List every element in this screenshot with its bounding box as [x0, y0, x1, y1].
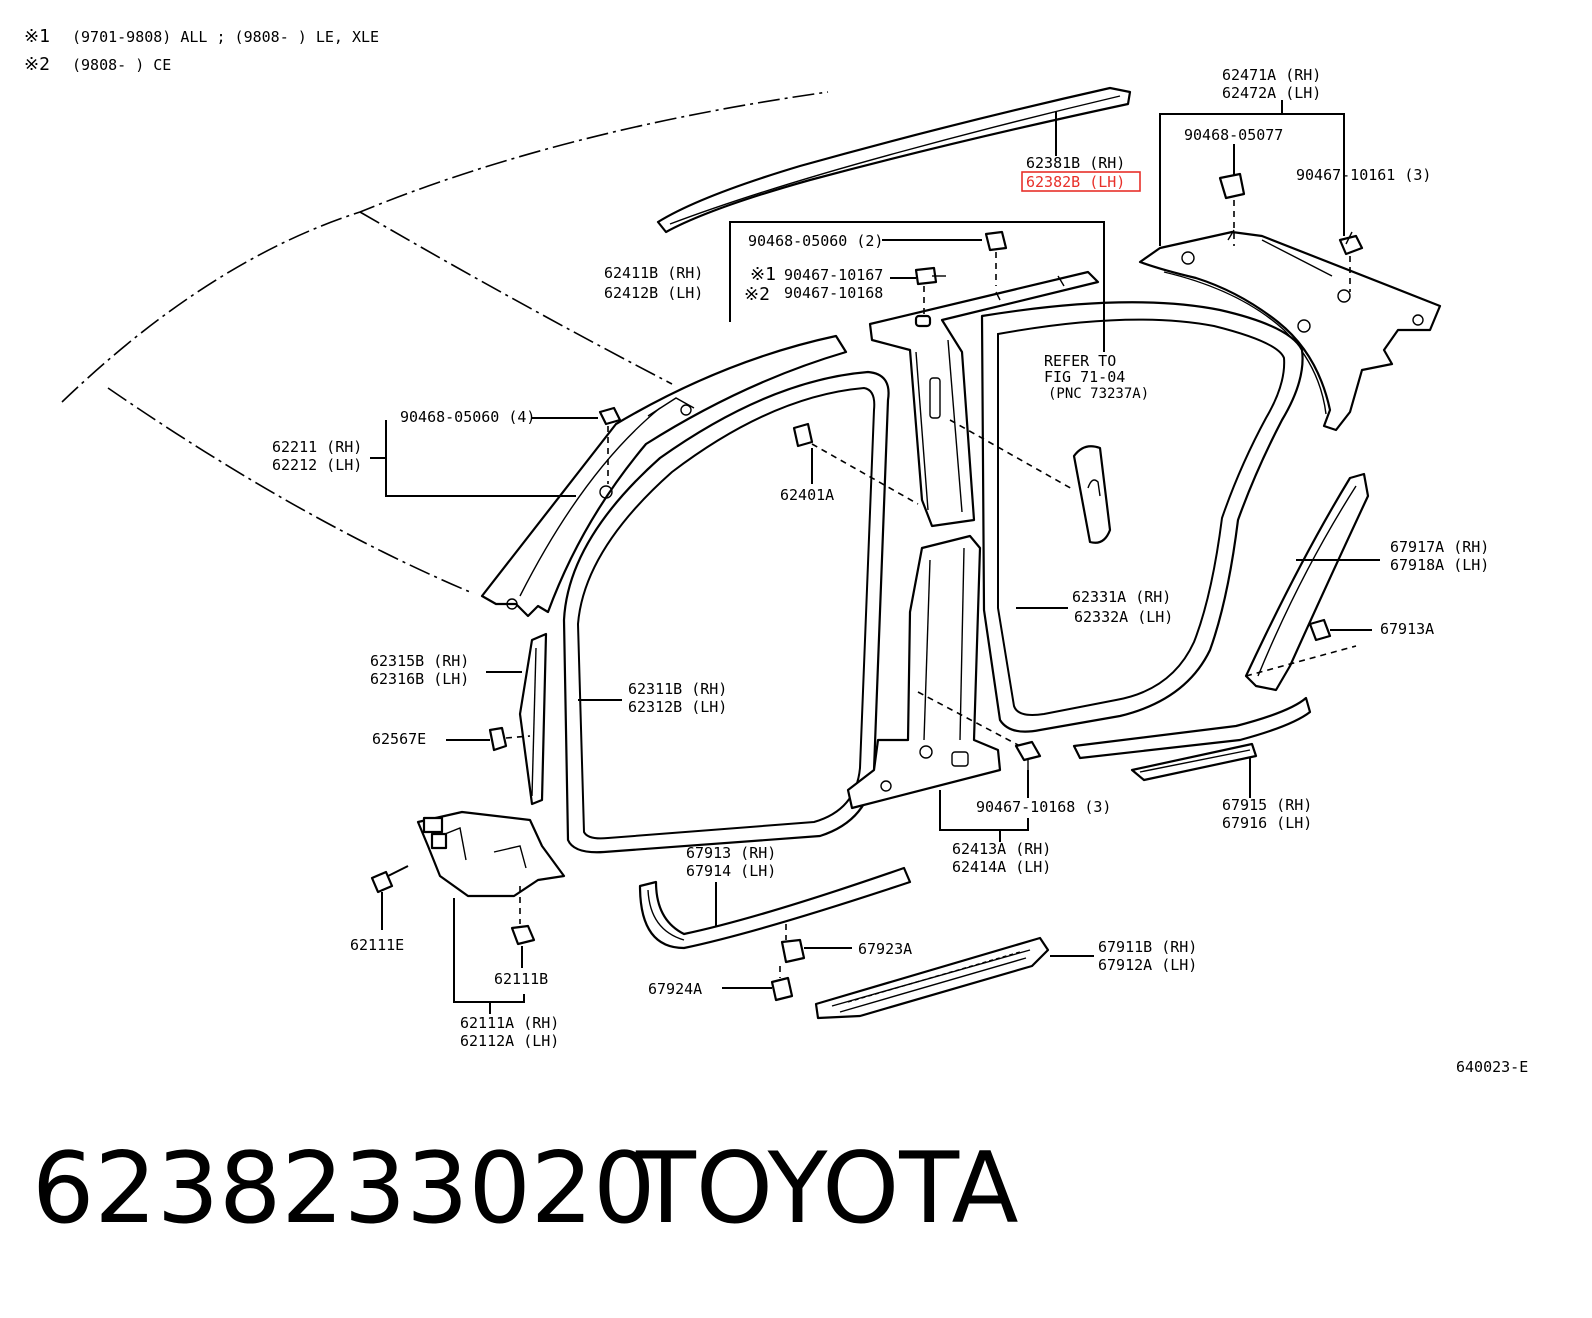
notes: ※1 (9701-9808) ALL ; (9808- ) LE, XLE ※2…: [24, 26, 379, 75]
label-62112A[interactable]: 62112A (LH): [460, 1032, 559, 1050]
clip-90468-05060-4[interactable]: [598, 406, 622, 484]
part-labels: 62471A (RH) 62472A (LH) 90468-05077 9046…: [272, 66, 1528, 1076]
label-67915[interactable]: 67915 (RH): [1222, 796, 1312, 814]
label-62413A[interactable]: 62413A (RH): [952, 840, 1051, 858]
label-62315B[interactable]: 62315B (RH): [370, 652, 469, 670]
clip-90467-10167[interactable]: [914, 266, 946, 328]
label-62412B[interactable]: 62412B (LH): [604, 284, 703, 302]
label-62111B[interactable]: 62111B: [494, 970, 548, 988]
label-67924A[interactable]: 67924A: [648, 980, 702, 998]
label-62316B[interactable]: 62316B (LH): [370, 670, 469, 688]
center-pillar-lower-garnish[interactable]: [846, 534, 1021, 810]
caption-brand: TOYOTA: [635, 1132, 1019, 1246]
rear-door-scuff-trim[interactable]: [1072, 696, 1312, 782]
refer-line-2: FIG 71-04: [1044, 368, 1125, 386]
label-62401A[interactable]: 62401A: [780, 486, 834, 504]
clip-67913A[interactable]: [1308, 618, 1332, 642]
clip-67924A[interactable]: [770, 966, 794, 1002]
label-67914[interactable]: 67914 (LH): [686, 862, 776, 880]
label-62414A[interactable]: 62414A (LH): [952, 858, 1051, 876]
label-62411B[interactable]: 62411B (RH): [604, 264, 703, 282]
rear-door-opening-trim[interactable]: [980, 301, 1304, 733]
roof-rail-weatherstrip[interactable]: [656, 86, 1132, 234]
highlight-box: [1021, 171, 1141, 192]
cowl-side-trim[interactable]: [416, 810, 566, 898]
clip-62567E[interactable]: [488, 726, 531, 752]
label-67913A[interactable]: 67913A: [1380, 620, 1434, 638]
refer-line-1: REFER TO: [1044, 352, 1116, 370]
label-62211[interactable]: 62211 (RH): [272, 438, 362, 456]
clip-90467-10161[interactable]: [1338, 231, 1364, 292]
label-62111E[interactable]: 62111E: [350, 936, 404, 954]
label-90467-10168[interactable]: 90467-10168: [784, 284, 883, 302]
front-door-opening-trim[interactable]: [562, 370, 890, 854]
label-90468-05077[interactable]: 90468-05077: [1184, 126, 1283, 144]
clip-62401A[interactable]: [792, 422, 919, 505]
label-62311B[interactable]: 62311B (RH): [628, 680, 727, 698]
label-62471A[interactable]: 62471A (RH): [1222, 66, 1321, 84]
label-67918A[interactable]: 67918A (LH): [1390, 556, 1489, 574]
label-62381B[interactable]: 62381B (RH): [1026, 154, 1125, 172]
label-90467-10168-3[interactable]: 90467-10168 (3): [976, 798, 1111, 816]
label-62382B-highlighted[interactable]: 62382B (LH): [1026, 173, 1125, 191]
front-pillar-lower-strip[interactable]: [518, 632, 548, 806]
label-67917A[interactable]: 67917A (RH): [1390, 538, 1489, 556]
clip-90468-05060-2[interactable]: [984, 230, 1008, 286]
caption-part-number: 6238233020: [32, 1132, 656, 1246]
label-90467-10167[interactable]: 90467-10167: [784, 266, 883, 284]
leader-lines: [370, 100, 1380, 1014]
rear-quarter-trim[interactable]: [1244, 472, 1370, 692]
note-mark-2: ※2: [744, 284, 770, 305]
bolt-62111E[interactable]: [370, 865, 409, 894]
label-90467-10161[interactable]: 90467-10161 (3): [1296, 166, 1431, 184]
label-62312B[interactable]: 62312B (LH): [628, 698, 727, 716]
note-mark-1: ※1: [750, 264, 776, 285]
label-67911B[interactable]: 67911B (RH): [1098, 938, 1197, 956]
label-67913[interactable]: 67913 (RH): [686, 844, 776, 862]
label-62111A[interactable]: 62111A (RH): [460, 1014, 559, 1032]
label-62472A[interactable]: 62472A (LH): [1222, 84, 1321, 102]
label-67912A[interactable]: 67912A (LH): [1098, 956, 1197, 974]
label-62332A[interactable]: 62332A (LH): [1074, 608, 1173, 626]
label-62331A[interactable]: 62331A (RH): [1072, 588, 1171, 606]
note-2-text: (9808- ) CE: [72, 56, 171, 74]
caption: 6238233020 TOYOTA: [32, 1132, 1019, 1246]
note-1-text: (9701-9808) ALL ; (9808- ) LE, XLE: [72, 28, 379, 46]
roof-outline: [61, 91, 829, 593]
front-scuff-plate-upper[interactable]: [638, 866, 912, 950]
label-90468-05060-4[interactable]: 90468-05060 (4): [400, 408, 535, 426]
front-pillar-garnish[interactable]: [480, 334, 848, 618]
clip-90467-10168-3[interactable]: [1014, 740, 1042, 770]
front-scuff-plate[interactable]: [814, 936, 1050, 1020]
clip-62111B[interactable]: [510, 886, 536, 946]
package-tray-trim[interactable]: [1138, 229, 1442, 432]
note-1-mark: ※1: [24, 26, 50, 47]
figure-code: 640023-E: [1456, 1058, 1528, 1076]
refer-line-3: (PNC 73237A): [1048, 386, 1149, 402]
label-62212[interactable]: 62212 (LH): [272, 456, 362, 474]
center-pillar-upper-garnish[interactable]: [868, 270, 1100, 528]
label-62567E[interactable]: 62567E: [372, 730, 426, 748]
label-67916[interactable]: 67916 (LH): [1222, 814, 1312, 832]
label-90468-05060-2[interactable]: 90468-05060 (2): [748, 232, 883, 250]
note-2-mark: ※2: [24, 54, 50, 75]
clip-67923A[interactable]: [780, 924, 806, 964]
label-67923A[interactable]: 67923A: [858, 940, 912, 958]
assist-grip-reference: [949, 419, 1112, 544]
